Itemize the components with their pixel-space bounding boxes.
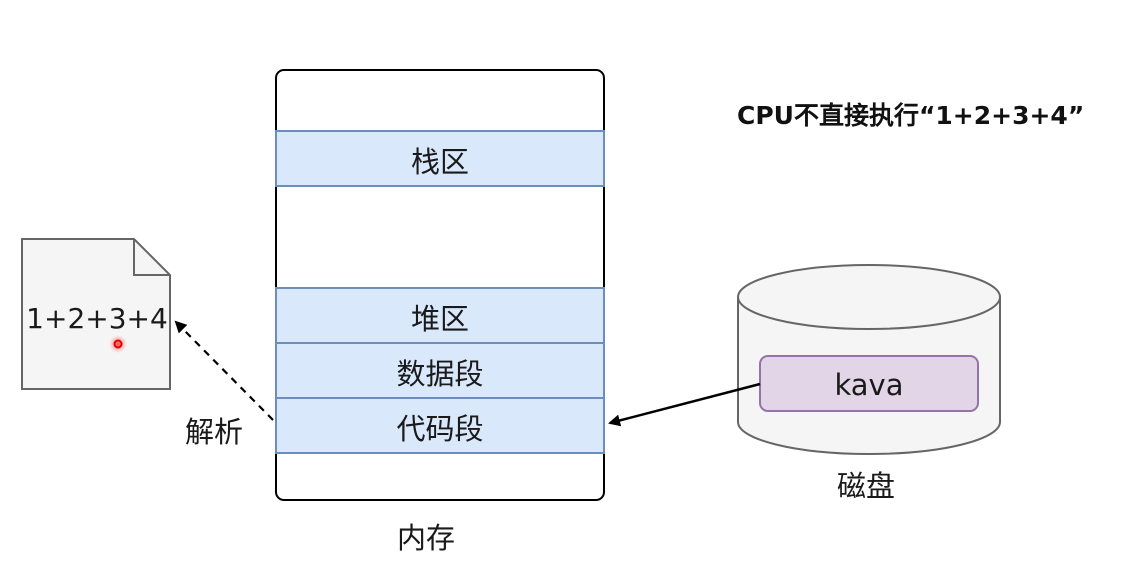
parse-arrow	[174, 320, 274, 421]
parse-arrow-label: 解析	[185, 415, 243, 449]
stack-segment	[275, 130, 605, 187]
code-segment	[275, 397, 605, 454]
heap-segment	[275, 287, 605, 344]
memory-label: 内存	[397, 521, 455, 555]
memory-block: 栈区 堆区 数据段 代码段 内存	[275, 69, 605, 555]
code-segment-label: 代码段	[396, 412, 483, 446]
document-fold	[133, 239, 170, 276]
disk-label: 磁盘	[837, 469, 895, 503]
cursor-highlight	[109, 335, 127, 353]
heap-segment-label: 堆区	[411, 302, 469, 336]
document-content: 1+2+3+4	[26, 302, 168, 335]
disk-top	[737, 264, 1001, 330]
disk-file-box	[759, 355, 979, 412]
disk-file-label: kava	[835, 368, 904, 402]
cursor-dot	[113, 339, 123, 349]
load-arrow	[608, 382, 761, 427]
stack-segment-label: 栈区	[411, 145, 469, 179]
data-segment	[275, 342, 605, 399]
data-segment-label: 数据段	[396, 357, 483, 391]
document-page	[21, 238, 171, 390]
disk-cylinder: kava 磁盘	[737, 264, 1001, 503]
diagram-heading: CPU不直接执行“1+2+3+4”	[737, 101, 1084, 130]
source-document: 1+2+3+4	[21, 238, 171, 390]
